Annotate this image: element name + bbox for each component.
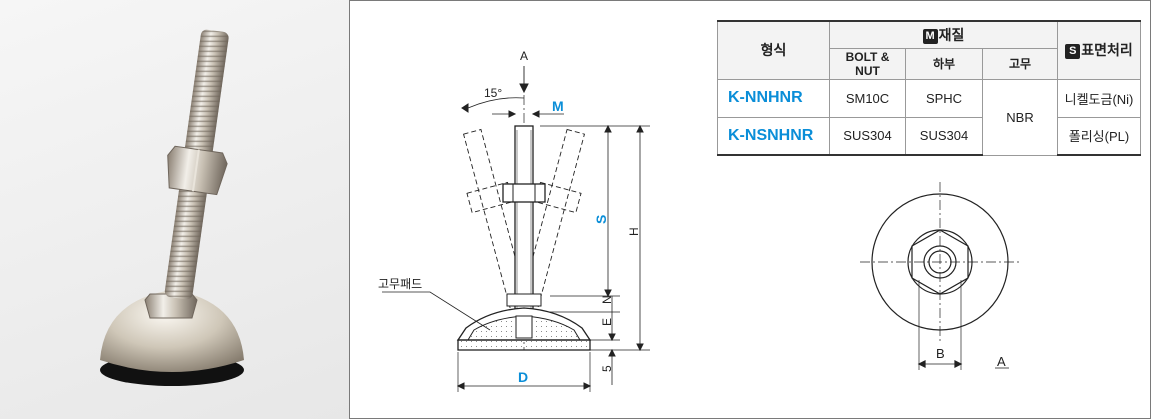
bolt-cell: SUS304 bbox=[829, 116, 906, 156]
surface-cell: 니켈도금(Ni) bbox=[1057, 78, 1141, 118]
header-base: 하부 bbox=[905, 47, 983, 80]
material-badge: M bbox=[922, 28, 938, 44]
surface-cell: 폴리싱(PL) bbox=[1057, 116, 1141, 156]
dim-5-label: 5 bbox=[600, 365, 614, 372]
side-view-drawing: A 15° M S H N E 5 D 고무패드 bbox=[378, 49, 650, 392]
angle-label: 15° bbox=[484, 86, 502, 100]
base-cell: SPHC bbox=[905, 78, 983, 118]
header-rubber: 고무 bbox=[982, 47, 1058, 80]
view-a-label: A bbox=[997, 354, 1006, 369]
dim-e-label: E bbox=[600, 318, 614, 326]
dim-m-label: M bbox=[552, 98, 564, 114]
view-arrow-a-label: A bbox=[520, 49, 528, 63]
dim-b-label: B bbox=[936, 346, 945, 361]
table-row: K-NSNHNR SUS304 SUS304 폴리싱(PL) bbox=[717, 116, 1141, 156]
dim-d-label: D bbox=[518, 369, 528, 385]
dim-n-label: N bbox=[600, 295, 614, 304]
model-cell: K-NNHNR bbox=[717, 78, 830, 118]
model-cell: K-NSNHNR bbox=[717, 116, 830, 156]
base-cell: SUS304 bbox=[905, 116, 983, 156]
header-bolt: BOLT & NUT bbox=[829, 47, 906, 80]
product-photo bbox=[0, 0, 350, 419]
bolt-cell: SM10C bbox=[829, 78, 906, 118]
header-surface-label: 표면처리 bbox=[1081, 42, 1133, 59]
rubber-cell: NBR bbox=[982, 78, 1058, 156]
top-view-drawing: B A bbox=[860, 182, 1020, 370]
dim-h-label: H bbox=[627, 227, 641, 236]
header-type: 형식 bbox=[717, 20, 830, 80]
rubber-pad-label: 고무패드 bbox=[378, 277, 422, 291]
leveling-foot-photo bbox=[100, 29, 244, 386]
dim-s-label: S bbox=[593, 215, 609, 224]
table-row: K-NNHNR SM10C SPHC NBR 니켈도금(Ni) bbox=[717, 78, 1141, 156]
header-material-label: 재질 bbox=[938, 26, 965, 43]
surface-badge: S bbox=[1065, 44, 1081, 60]
